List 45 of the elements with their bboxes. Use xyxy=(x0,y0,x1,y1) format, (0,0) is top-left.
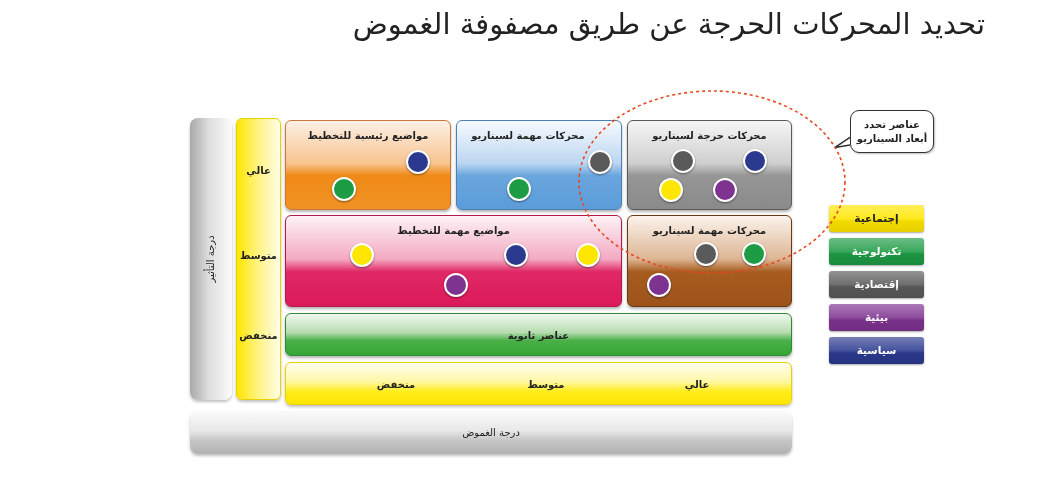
dot-icon xyxy=(444,273,468,297)
matrix-cell xyxy=(627,215,792,307)
callout-pointer xyxy=(834,136,851,149)
dot-icon xyxy=(713,178,737,202)
dot-icon xyxy=(659,178,683,202)
matrix-cell xyxy=(285,120,451,210)
cell-title: محركات مهمة لسيناريو xyxy=(471,129,585,143)
matrix-cell xyxy=(456,120,622,210)
axis-scale-bar xyxy=(236,118,281,400)
matrix-cell xyxy=(627,120,792,210)
dot-icon xyxy=(647,273,671,297)
axis-title-bar xyxy=(190,411,792,454)
scale-label: عالي xyxy=(246,164,271,178)
dot-icon xyxy=(743,149,767,173)
dot-icon xyxy=(507,177,531,201)
scale-label: متوسط xyxy=(527,377,565,392)
dot-icon xyxy=(576,243,600,267)
dot-icon xyxy=(504,243,528,267)
cell-title: محركات مهمة لسيناريو xyxy=(652,224,767,238)
dot-icon xyxy=(671,149,695,173)
callout-bubble xyxy=(850,110,934,153)
axis-title-bar xyxy=(190,118,232,400)
dot-icon xyxy=(350,243,374,267)
legend-item: سياسية xyxy=(829,337,924,364)
diagram-title: تحديد المحركات الحرجة عن طريق مصفوفة الغموض xyxy=(352,7,985,42)
dot-icon xyxy=(332,177,356,201)
legend-item: بيئية xyxy=(829,304,924,331)
cell-title: محركات حرجة لسيناريو xyxy=(652,129,767,143)
dot-icon xyxy=(406,150,430,174)
scale-label: عالي xyxy=(684,377,710,392)
axis-scale-bar xyxy=(285,362,792,405)
cell-title: مواضيع رئيسية للتخطيط xyxy=(307,129,429,143)
legend-item: تكنولوجية xyxy=(829,238,924,265)
axis-title: درجة التأثير xyxy=(204,235,217,283)
callout-text: عناصر تحدد أبعاد السيناريو xyxy=(856,117,928,146)
cell-title: مواضيع مهمة للتخطيط xyxy=(397,224,510,238)
matrix-cell xyxy=(285,215,622,307)
scale-label: متوسط xyxy=(239,249,278,263)
scale-label: منخفض xyxy=(239,329,278,343)
matrix-cell xyxy=(285,313,792,356)
legend-item: إقتصادية xyxy=(829,271,924,298)
cell-title: عناصر ثانوية xyxy=(507,328,570,343)
legend-item: إجتماعية xyxy=(829,205,924,232)
axis-title: درجة الغموض xyxy=(462,425,520,440)
scale-label: منخفض xyxy=(376,377,416,392)
